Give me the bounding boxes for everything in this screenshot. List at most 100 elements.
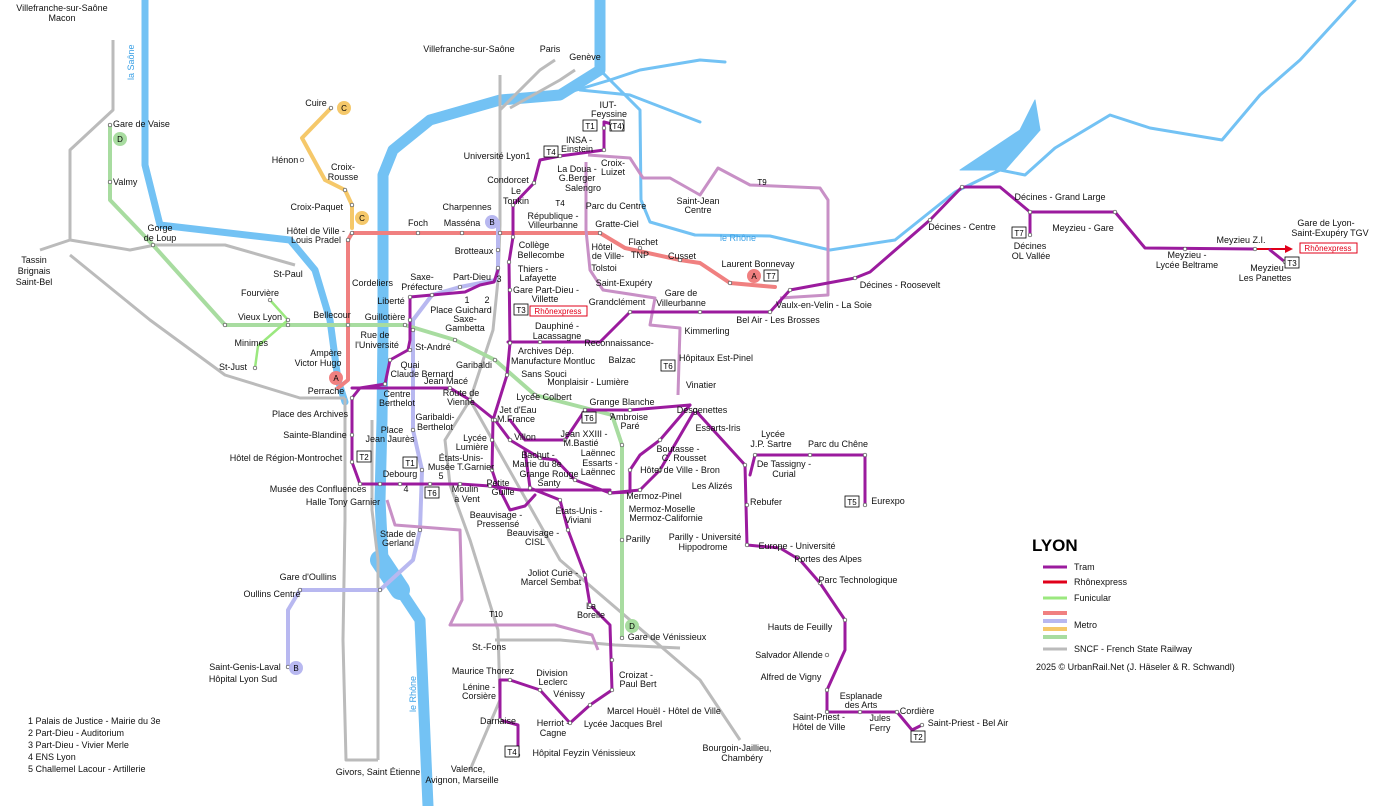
station-dot xyxy=(285,317,291,323)
station-label: Saint-Jean xyxy=(676,196,719,206)
tram-badge-label: T1 xyxy=(405,459,415,468)
tram-t3 xyxy=(506,185,1287,344)
station-dot xyxy=(562,437,568,443)
river-canal-nw2 xyxy=(578,88,702,124)
metro-d xyxy=(108,123,624,640)
station-label: Condorcet xyxy=(487,175,529,185)
tram-badge-t1p: (T4) xyxy=(609,119,625,132)
station-label: Parc du Centre xyxy=(586,201,647,211)
station-label: Kimmerling xyxy=(684,326,729,336)
station-dot xyxy=(692,407,698,413)
station-dot xyxy=(824,687,830,693)
station-dot xyxy=(417,527,423,533)
svg-text:Rhônexpress: Rhônexpress xyxy=(1304,244,1351,253)
station-dot xyxy=(567,720,573,726)
station-label: Villon xyxy=(514,432,536,442)
station-dot xyxy=(824,652,830,658)
station-dot xyxy=(222,322,228,328)
station-dot xyxy=(527,485,533,491)
station-label: Genève xyxy=(569,52,601,62)
station-label: INSA - xyxy=(566,135,592,145)
station-dot xyxy=(565,527,571,533)
station-label: Gorge xyxy=(147,223,172,233)
river-rhone-fill xyxy=(370,550,410,600)
station-dot xyxy=(637,245,643,251)
station-label: Charpennes xyxy=(442,202,492,212)
station-dot xyxy=(349,432,355,438)
station-label: Grandclément xyxy=(589,297,646,307)
sncf-vaise-north xyxy=(39,40,115,252)
station-label: Louis Pradel xyxy=(291,235,341,245)
metro-b xyxy=(286,220,500,669)
tram-badge-label: T7 xyxy=(1014,229,1024,238)
station-label: Meyzieu Z.I. xyxy=(1216,235,1265,245)
station-label: Cusset xyxy=(668,251,697,261)
station-label: Saint-Exupéry xyxy=(596,278,653,288)
station-label: Manufacture Montluc xyxy=(511,356,596,366)
station-dot xyxy=(582,572,588,578)
station-label: à Vent xyxy=(454,494,480,504)
station-label: Hénon xyxy=(272,155,299,165)
station-label: Liberté xyxy=(377,296,405,306)
footnote-2: 2 Part-Dieu - Auditorium xyxy=(28,728,124,738)
tram-t10 xyxy=(385,499,600,651)
station-label: Grange Rouge xyxy=(519,469,578,479)
station-dot xyxy=(507,340,513,346)
station-dot xyxy=(252,365,258,371)
station-dot xyxy=(489,437,495,443)
station-dot xyxy=(587,702,593,708)
station-label: Lycée Jacques Brel xyxy=(584,719,662,729)
station-label: St-André xyxy=(415,342,451,352)
station-label: C. Rousset xyxy=(662,453,707,463)
station-label: Guille xyxy=(491,487,514,497)
station-dot xyxy=(852,275,858,281)
station-dot xyxy=(537,455,543,461)
funicular-fourviere xyxy=(269,299,289,321)
station-dot xyxy=(697,309,703,315)
station-dot xyxy=(506,259,512,265)
tram-badge-t6b: T6 xyxy=(581,411,597,424)
station-label: Valmy xyxy=(113,177,138,187)
station-label: Musée T.Garnier xyxy=(428,462,494,472)
legend: LYON Tram Rhônexpress Funicular Metro SN… xyxy=(1032,536,1235,672)
tram-badge-t3: T3 xyxy=(513,303,529,316)
station-label: Lycée xyxy=(463,433,487,443)
station-label: Marcel Sembat xyxy=(521,577,582,587)
sncf-perrache-south xyxy=(341,398,378,762)
station-label: Corsière xyxy=(462,691,496,701)
sncf-st-fons xyxy=(495,638,681,650)
station-label: des Arts xyxy=(845,700,878,710)
station-label: Monplaisir - Lumière xyxy=(547,377,629,387)
station-label: Saxe- xyxy=(453,314,477,324)
tram-badge-t2b: T2 xyxy=(910,730,926,743)
station-labels: Villefranche-sur-SaôneMaconVillefranche-… xyxy=(16,3,1369,785)
station-label: Rue de xyxy=(360,330,389,340)
station-label: Vénissy xyxy=(553,689,585,699)
station-label: Essarts - xyxy=(582,458,618,468)
station-dot xyxy=(402,322,408,328)
station-label: Hôpital Feyzin Vénissieux xyxy=(532,748,636,758)
station-dot xyxy=(452,337,458,343)
sncf-tassin-perrache xyxy=(69,253,345,400)
station-dot xyxy=(407,317,413,323)
station-label: Tassin xyxy=(21,255,47,265)
station-label: Thiers - xyxy=(518,264,549,274)
station-label: OL Vallée xyxy=(1012,251,1051,261)
station-label: Fourvière xyxy=(241,288,279,298)
station-label: Hôtel de Ville xyxy=(793,722,846,732)
station-label: Masséna xyxy=(444,218,481,228)
tram-t9 xyxy=(587,153,830,300)
footnote-3: 3 Part-Dieu - Vivier Merle xyxy=(28,740,129,750)
river-label-rhone-north: le Rhône xyxy=(720,233,756,243)
station-dot xyxy=(787,287,793,293)
tram-badge-label: T4 xyxy=(546,148,556,157)
tram-t6-west xyxy=(508,403,692,442)
svg-text:C: C xyxy=(341,104,347,113)
station-dot xyxy=(587,602,593,608)
station-dot xyxy=(609,657,615,663)
station-dot xyxy=(497,717,503,723)
station-label: Lumière xyxy=(456,442,489,452)
station-dot xyxy=(407,347,413,353)
station-dot xyxy=(459,230,465,236)
